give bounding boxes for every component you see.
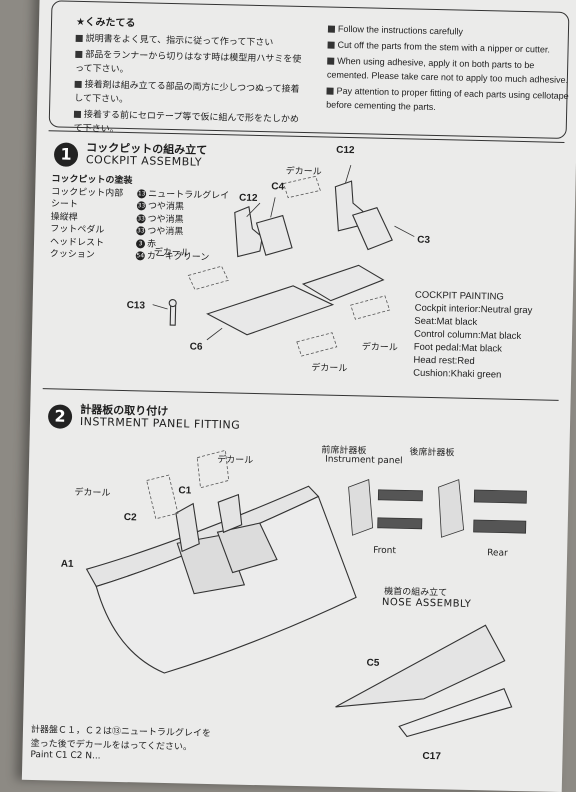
decal-label: デカール [74,487,111,499]
part-label-c1: C1 [178,485,192,497]
part-label-a1: A1 [60,558,74,570]
nose-assembly-en: NOSE ASSEMBLY [381,596,472,610]
part-label-c5: C5 [366,657,380,669]
instruction-sheet: ★くみたてる 説明書をよく見て、指示に従って作って下さい 部品をランナーから切り… [21,0,576,792]
nose-cone-shape [335,624,506,708]
rear-label: Rear [486,548,508,559]
cockpit-floor-shape [206,285,335,336]
part-label-c17: C17 [422,750,441,763]
decal-label: デカール [217,455,254,466]
part-label-c2: C2 [123,512,137,524]
cockpit-assembly-drawing [152,164,415,357]
front-label: Front [373,545,397,557]
instrument-panel-drawing [85,449,527,738]
footer-note-en: Paint C1 C2 N... [30,749,101,762]
